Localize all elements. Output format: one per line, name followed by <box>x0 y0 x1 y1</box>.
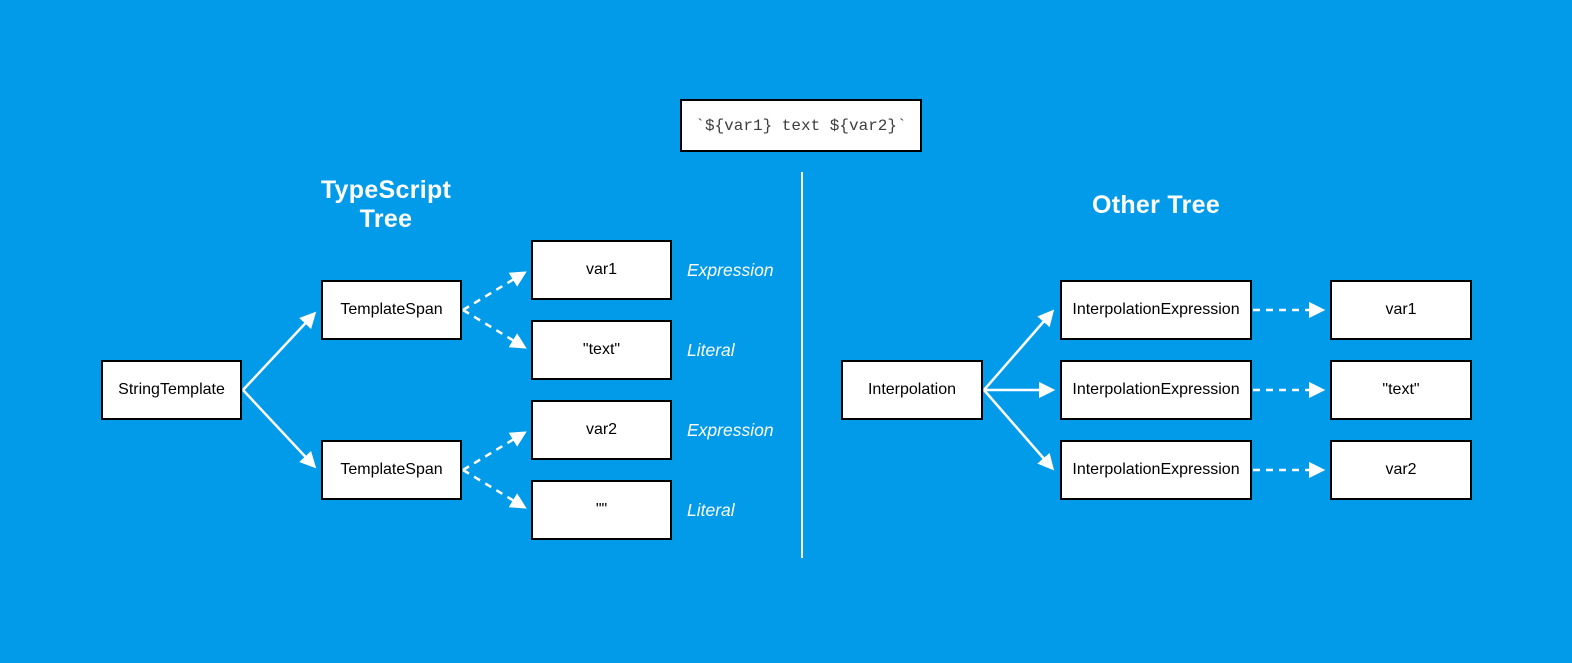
node-left-leaf-var1: var1 <box>531 240 672 300</box>
typescript-tree-title-line1: TypeScript <box>320 176 452 204</box>
arrow-stringtemplate-templatespan-2 <box>242 389 317 469</box>
node-templatespan-2: TemplateSpan <box>321 440 462 500</box>
node-left-leaf-empty-label: "" <box>595 501 608 518</box>
node-right-leaf-var1: var1 <box>1330 280 1472 340</box>
node-interpolation: Interpolation <box>841 360 983 420</box>
code-snippet-text: `${var1} text ${var2}` <box>695 116 907 135</box>
annotation-expression-1: Expression <box>687 260 774 280</box>
annotation-literal-1: Literal <box>687 340 735 360</box>
node-interpolationexpression-2: InterpolationExpression <box>1060 360 1252 420</box>
arrow-templatespan2-empty <box>462 468 527 509</box>
arrow-stringtemplate-templatespan-1 <box>242 311 317 391</box>
node-interpolationexpression-1: InterpolationExpression <box>1060 280 1252 340</box>
node-interpolation-label: Interpolation <box>867 381 957 398</box>
node-left-leaf-var2-label: var2 <box>585 421 618 438</box>
arrow-interpolation-child-1 <box>983 309 1055 391</box>
node-left-leaf-empty: "" <box>531 480 672 540</box>
annotation-literal-2: Literal <box>687 500 735 520</box>
node-right-leaf-var2: var2 <box>1330 440 1472 500</box>
arrow-templatespan1-text <box>462 308 527 349</box>
node-stringtemplate: StringTemplate <box>101 360 242 420</box>
node-templatespan-1-label: TemplateSpan <box>340 301 443 318</box>
node-interpolationexpression-1-label: InterpolationExpression <box>1072 301 1240 318</box>
node-templatespan-2-label: TemplateSpan <box>340 461 443 478</box>
node-left-leaf-text-label: "text" <box>582 341 621 358</box>
node-left-leaf-var2: var2 <box>531 400 672 460</box>
arrow-interpolation-child-3 <box>983 389 1055 471</box>
annotation-expression-2: Expression <box>687 420 774 440</box>
arrow-templatespan1-var1 <box>462 271 527 312</box>
node-templatespan-1: TemplateSpan <box>321 280 462 340</box>
code-snippet-box: `${var1} text ${var2}` <box>680 99 922 152</box>
node-interpolationexpression-3: InterpolationExpression <box>1060 440 1252 500</box>
node-right-leaf-var2-label: var2 <box>1385 461 1417 478</box>
node-right-leaf-text: "text" <box>1330 360 1472 420</box>
other-tree-title-text: Other Tree <box>1091 191 1221 219</box>
typescript-tree-title: TypeScript Tree <box>286 176 486 234</box>
node-stringtemplate-label: StringTemplate <box>118 381 225 398</box>
node-right-leaf-text-label: "text" <box>1382 381 1420 398</box>
node-left-leaf-text: "text" <box>531 320 672 380</box>
node-interpolationexpression-2-label: InterpolationExpression <box>1072 381 1240 398</box>
other-tree-title: Other Tree <box>1056 191 1256 220</box>
arrow-templatespan2-var2 <box>462 431 527 472</box>
node-interpolationexpression-3-label: InterpolationExpression <box>1072 461 1240 478</box>
typescript-tree-title-line2: Tree <box>359 205 413 233</box>
node-right-leaf-var1-label: var1 <box>1385 301 1417 318</box>
node-left-leaf-var1-label: var1 <box>585 261 618 278</box>
